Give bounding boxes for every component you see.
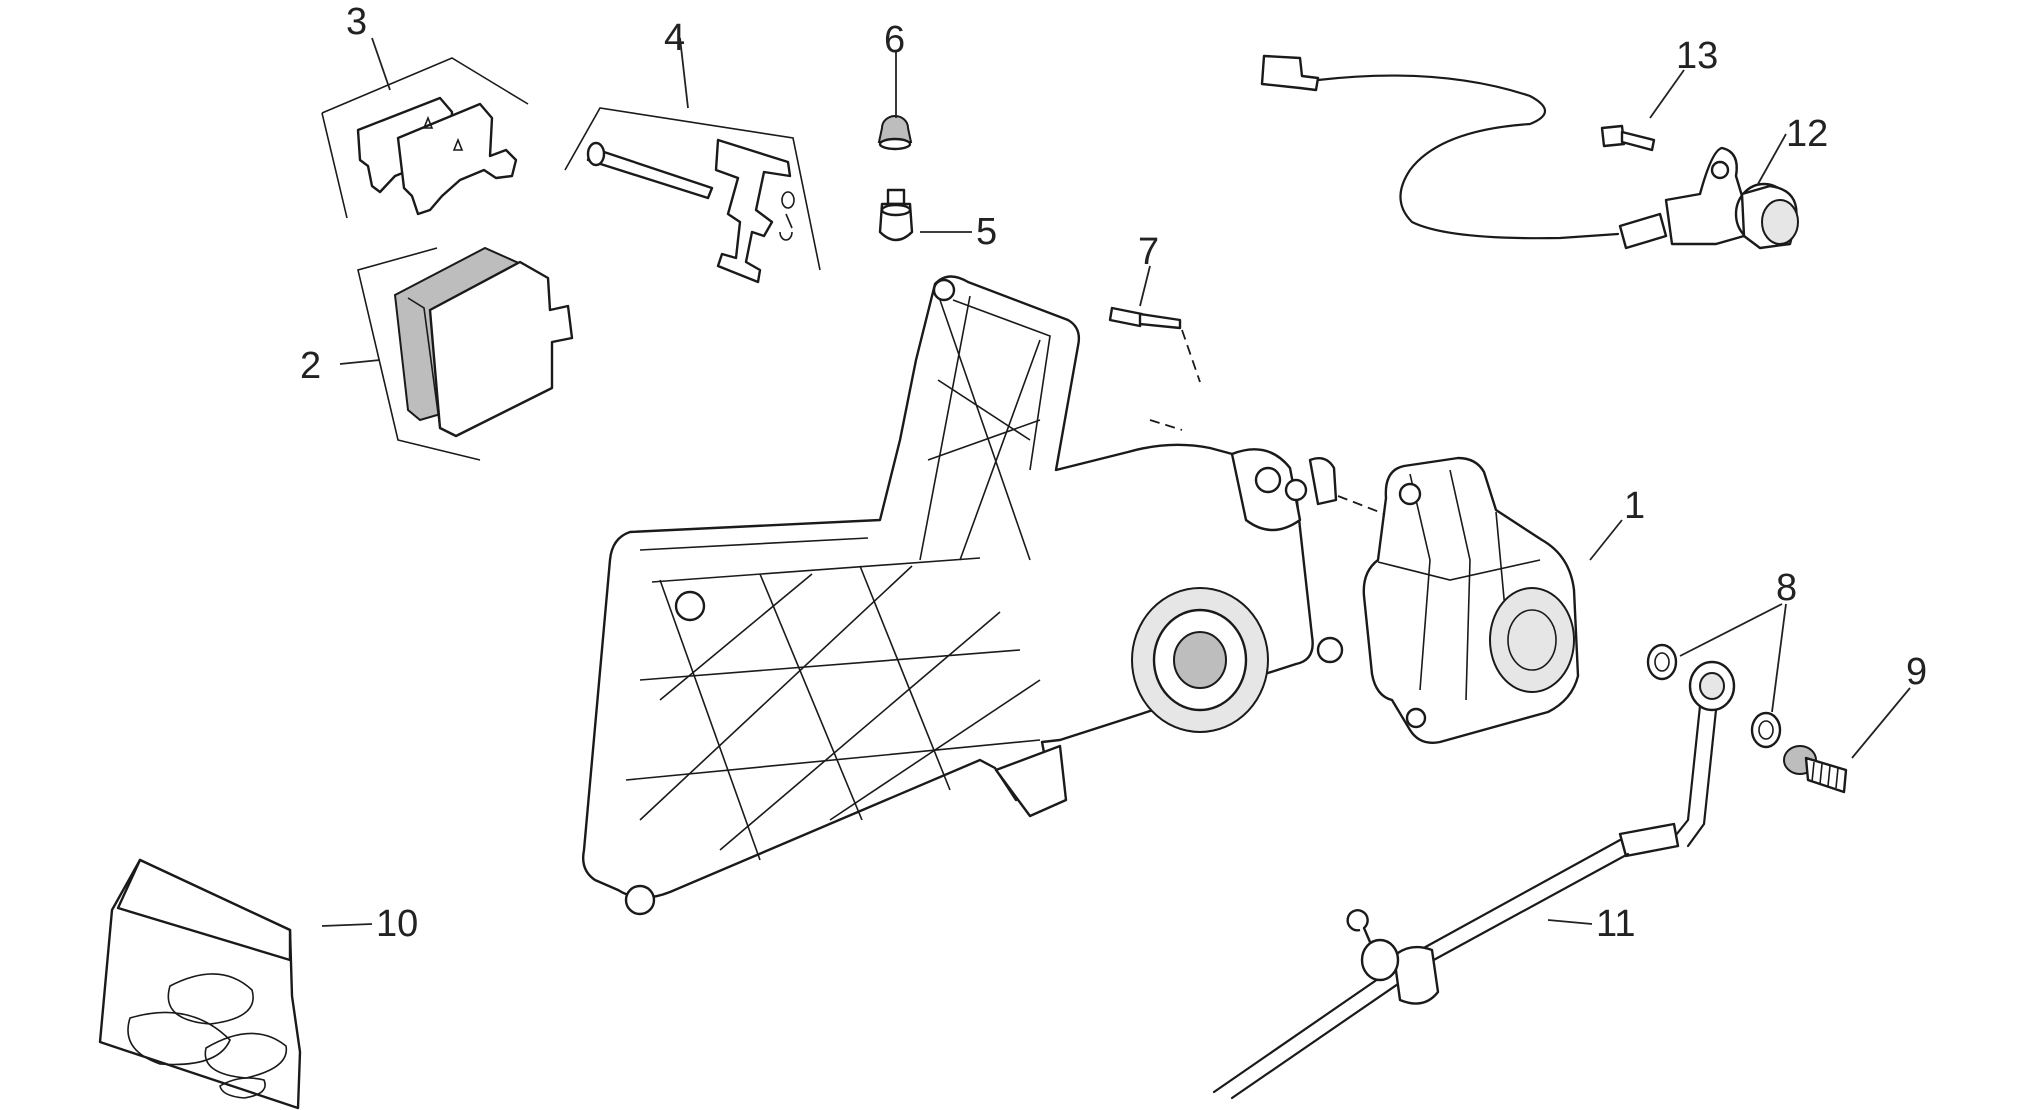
caliper-carrier-bracket (581, 275, 1401, 916)
callout-13: 13 (1676, 35, 1718, 77)
callout-3: 3 (346, 1, 367, 43)
part-11-brake-hose (1212, 660, 1736, 1100)
part-13-sensor-bolt (1600, 124, 1656, 152)
callout-9: 9 (1906, 651, 1927, 693)
part-1-brake-caliper (1362, 456, 1580, 744)
callout-10: 10 (376, 903, 418, 945)
part-10-gasket-kit (98, 858, 302, 1110)
part-6-bleed-cap (877, 115, 913, 151)
callout-5: 5 (976, 211, 997, 253)
part-4-pin-kit (564, 107, 821, 284)
part-5-bleed-valve (878, 188, 914, 242)
part-7-bolt (1108, 306, 1201, 431)
callout-2: 2 (300, 345, 321, 387)
part-9-banjo-bolt (1783, 745, 1848, 794)
callout-12: 12 (1786, 113, 1828, 155)
part-3-pad-springs (321, 57, 529, 219)
part-2-brake-pads (357, 246, 574, 461)
callout-6: 6 (884, 19, 905, 61)
callout-7: 7 (1138, 231, 1159, 273)
callout-labels: 1 2 3 4 5 6 7 8 9 10 11 12 13 (300, 1, 1927, 945)
callout-1: 1 (1624, 485, 1645, 527)
leader-lines (321, 37, 1911, 927)
callout-4: 4 (664, 17, 685, 59)
part-8-washers (1646, 643, 1782, 749)
callout-8: 8 (1776, 567, 1797, 609)
callout-11: 11 (1596, 903, 1635, 945)
part-12-speed-sensor (1260, 54, 1799, 250)
